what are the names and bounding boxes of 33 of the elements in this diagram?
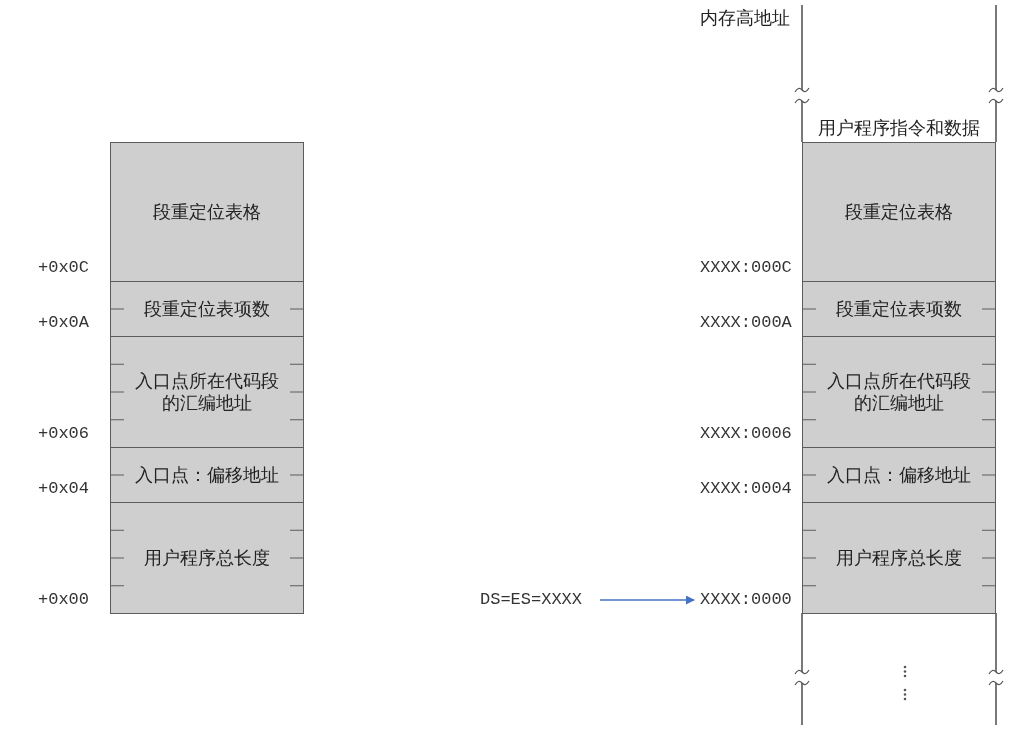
offset-label: +0x0C bbox=[38, 258, 89, 278]
section-text: 用户程序总长度 bbox=[144, 547, 270, 569]
section-text: 段重定位表格 bbox=[845, 201, 953, 223]
section-text: 段重定位表项数 bbox=[144, 298, 270, 320]
memory-section bbox=[110, 447, 304, 503]
offset-label: +0x00 bbox=[38, 590, 89, 610]
section-text: 入口点：偏移地址 bbox=[135, 464, 279, 486]
memory-section bbox=[802, 447, 996, 503]
address-label: XXXX:000A bbox=[700, 313, 792, 333]
address-label: XXXX:0006 bbox=[700, 424, 792, 444]
address-label: XXXX:000C bbox=[700, 258, 792, 278]
memory-section bbox=[110, 142, 304, 282]
register-label: DS=ES=XXXX bbox=[480, 590, 583, 610]
section-text: 段重定位表格 bbox=[153, 201, 261, 223]
address-label: XXXX:0004 bbox=[700, 479, 792, 499]
offset-label: +0x0A bbox=[38, 313, 89, 333]
memory-section bbox=[110, 502, 304, 614]
section-text: 入口点所在代码段的汇编地址 bbox=[826, 370, 972, 414]
section-text: 段重定位表项数 bbox=[836, 298, 962, 320]
memory-section bbox=[110, 336, 304, 448]
memory-section bbox=[802, 281, 996, 337]
memory-section bbox=[110, 281, 304, 337]
offset-label: +0x04 bbox=[38, 479, 89, 499]
memory-section bbox=[802, 502, 996, 614]
address-label: XXXX:0000 bbox=[700, 590, 792, 610]
section-text: 用户程序总长度 bbox=[836, 547, 962, 569]
section-text: 入口点所在代码段的汇编地址 bbox=[134, 370, 280, 414]
offset-label: +0x06 bbox=[38, 424, 89, 444]
memory-section bbox=[802, 336, 996, 448]
arrow bbox=[599, 595, 695, 605]
memory-section bbox=[802, 142, 996, 282]
section-text: 入口点：偏移地址 bbox=[827, 464, 971, 486]
memory-high-address-label: 内存高地址 bbox=[700, 7, 790, 29]
